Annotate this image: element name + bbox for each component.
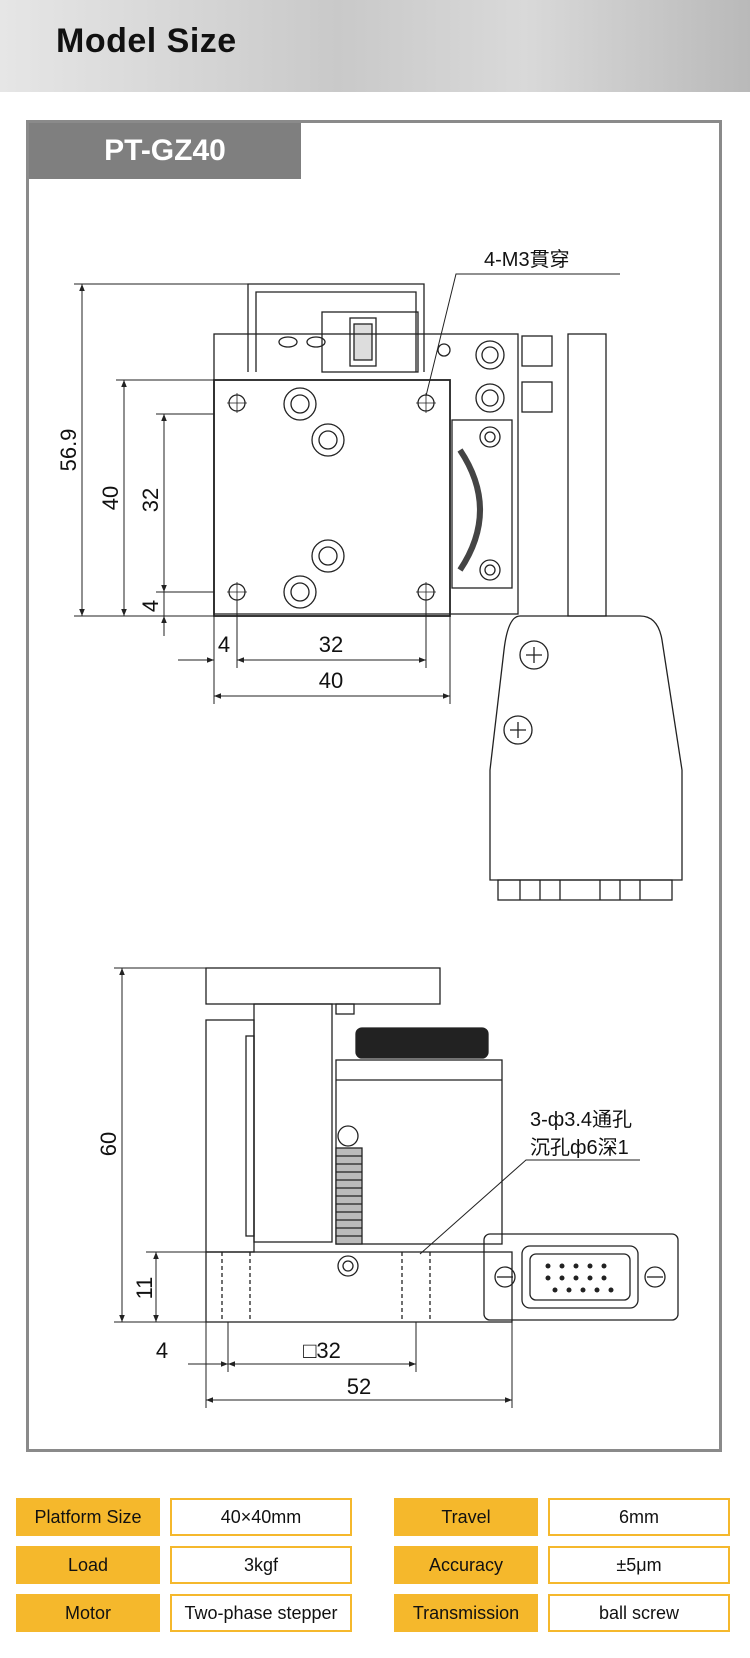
dim-side-width-total: 52	[347, 1374, 371, 1399]
spec-transmission-value: ball screw	[548, 1594, 730, 1632]
spec-platform-size-label: Platform Size	[16, 1498, 160, 1536]
dim-side-width-inner: □32	[303, 1338, 341, 1363]
model-name-tab: PT-GZ40	[29, 123, 301, 179]
spec-platform-size-value: 40×40mm	[170, 1498, 352, 1536]
spec-travel-value: 6mm	[548, 1498, 730, 1536]
top-view-dim-labels: 56.9 40 32 4 4 32 40 4-M3貫穿	[56, 248, 570, 693]
dim-side-height-base: 11	[132, 1277, 157, 1300]
spec-transmission-label: Transmission	[394, 1594, 538, 1632]
dim-width-offset: 4	[218, 632, 230, 657]
spec-travel-label: Travel	[394, 1498, 538, 1536]
top-view-dimensions	[74, 273, 620, 704]
dim-height-total: 56.9	[56, 429, 81, 472]
drawing-panel: PT-GZ40	[26, 120, 722, 1452]
hole-note-top: 4-M3貫穿	[484, 248, 570, 271]
spec-motor-label: Motor	[16, 1594, 160, 1632]
spec-motor-value: Two-phase stepper	[170, 1594, 352, 1632]
page-title: Model Size	[56, 22, 237, 60]
dim-height-inner: 32	[138, 488, 163, 512]
spec-accuracy-value: ±5μm	[548, 1546, 730, 1584]
side-view-dimensions	[114, 967, 640, 1408]
side-view	[205, 967, 679, 1323]
side-view-dim-labels: 60 11 4 □32 52 3-ф3.4通孔 沉孔ф6深1	[96, 1108, 632, 1399]
dim-width-outer: 40	[319, 668, 343, 693]
dim-side-width-offset: 4	[156, 1338, 168, 1363]
spec-load-value: 3kgf	[170, 1546, 352, 1584]
dim-height-outer: 40	[98, 486, 123, 510]
dim-width-inner: 32	[319, 632, 343, 657]
dim-height-offset: 4	[138, 600, 163, 612]
spec-load-label: Load	[16, 1546, 160, 1584]
dim-side-height-total: 60	[96, 1132, 121, 1156]
page-header: Model Size	[0, 0, 750, 92]
top-view	[213, 283, 683, 901]
spec-accuracy-label: Accuracy	[394, 1546, 538, 1584]
hole-note-side-line2: 沉孔ф6深1	[530, 1136, 629, 1159]
hole-note-side-line1: 3-ф3.4通孔	[530, 1108, 632, 1131]
